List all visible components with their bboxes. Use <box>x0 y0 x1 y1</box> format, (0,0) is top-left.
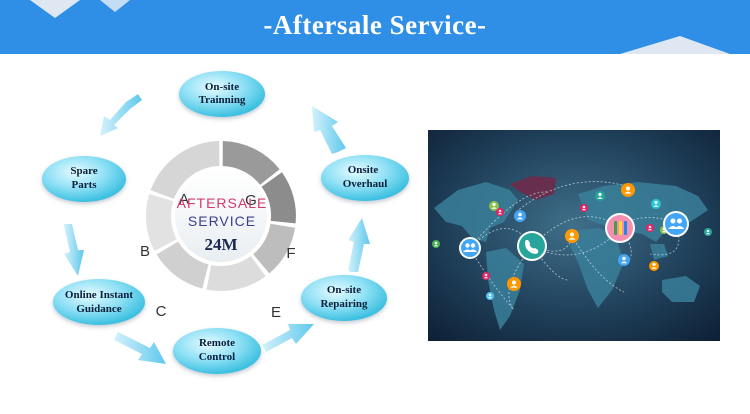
node-label: Control <box>199 351 235 363</box>
user-icon <box>621 183 635 197</box>
user-icon <box>514 210 526 222</box>
user-icon <box>646 224 654 232</box>
ring-letter: C <box>156 303 167 320</box>
node-onsite-overhaul: Onsite Overhaul <box>321 155 409 201</box>
tools-icon <box>605 213 635 243</box>
phone-icon <box>517 231 547 261</box>
node-label: Guidance <box>76 303 121 315</box>
ring-letter: A <box>179 191 189 208</box>
world-network-map <box>428 130 720 341</box>
arrow-remote-to-repairing <box>262 324 314 352</box>
ring-seg-a <box>150 141 220 199</box>
node-onsite-repairing: On-site Repairing <box>301 275 387 321</box>
user-icon <box>565 229 579 243</box>
node-remote-control: Remote Control <box>173 328 261 374</box>
center-title-line1: AFTERSALE <box>177 195 268 211</box>
node-label: Remote <box>199 337 235 349</box>
node-onsite-training: On-site Trainning <box>179 71 265 117</box>
node-label: On-site <box>205 81 239 93</box>
node-label: Online Instant <box>65 289 133 301</box>
node-spare-parts: Spare Parts <box>42 156 126 202</box>
user-icon <box>580 204 588 212</box>
arrow-spare-to-guidance <box>64 224 84 276</box>
user-icon <box>618 254 630 266</box>
user-icon <box>595 191 605 201</box>
user-icon <box>482 272 490 280</box>
ring-letter: B <box>140 243 150 260</box>
user-icon <box>507 277 521 291</box>
ring-seg-d <box>206 256 266 292</box>
node-label: Trainning <box>199 94 246 106</box>
node-label: Overhaul <box>343 178 388 190</box>
center-title-line2: SERVICE <box>188 213 256 229</box>
ring-seg-e <box>253 223 296 274</box>
service-cycle-diagram: A G F E D C B AFTERSALE SERVICE 24M On-s… <box>42 71 409 374</box>
ring-letter: G <box>245 192 257 209</box>
user-icon <box>649 261 659 271</box>
users-icon <box>459 237 481 259</box>
ring-letter: F <box>286 245 295 262</box>
user-icon <box>432 240 440 248</box>
node-label: On-site <box>327 284 361 296</box>
ring-seg-c <box>156 241 209 289</box>
user-icon <box>486 292 494 300</box>
node-online-guidance: Online Instant Guidance <box>53 279 145 325</box>
ring-seg-f <box>261 172 296 224</box>
node-label: Spare <box>70 165 97 177</box>
arrow-repairing-to-overhaul <box>348 218 370 272</box>
arrow-overhaul-to-training <box>312 106 346 154</box>
arrow-training-to-spare <box>100 94 142 136</box>
user-icon <box>489 201 499 211</box>
center-title-line3: 24M <box>204 235 237 254</box>
user-icon <box>651 199 661 209</box>
user-icon <box>496 208 504 216</box>
arrow-guidance-to-remote <box>114 332 166 364</box>
users-icon <box>663 211 689 237</box>
ring-letter: E <box>271 304 281 321</box>
node-label: Parts <box>71 179 97 191</box>
banner-decor <box>30 0 730 54</box>
banner: -Aftersale Service- <box>0 0 750 54</box>
center-disc <box>175 170 267 262</box>
node-label: Onsite <box>348 164 379 176</box>
page-title: -Aftersale Service- <box>263 10 487 40</box>
user-icon <box>704 228 712 236</box>
center-ring: A G F E D C B <box>140 141 296 348</box>
ring-seg-b <box>145 194 177 251</box>
ring-seg-g <box>222 141 280 185</box>
node-label: Repairing <box>320 298 368 310</box>
